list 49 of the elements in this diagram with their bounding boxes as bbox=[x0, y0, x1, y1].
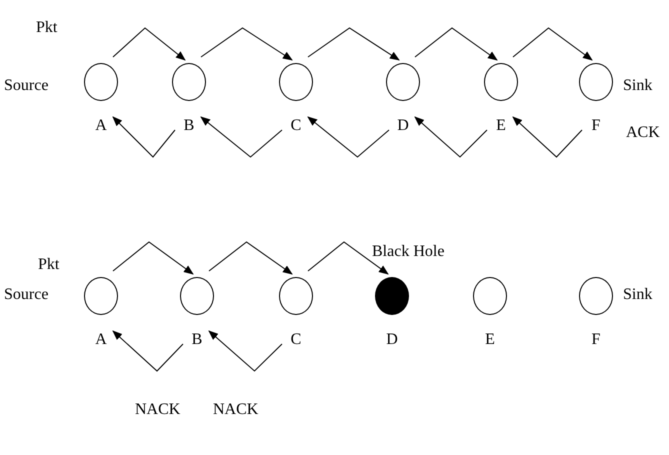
arrow bbox=[112, 27, 186, 61]
text-label: Source bbox=[4, 78, 48, 94]
arrow bbox=[208, 241, 293, 275]
text-label: Pkt bbox=[38, 257, 60, 273]
node-letter: A bbox=[94, 332, 108, 348]
node-circle bbox=[579, 63, 613, 101]
text-label: Sink bbox=[623, 78, 652, 94]
node-circle bbox=[180, 277, 214, 315]
node-letter: C bbox=[290, 118, 302, 134]
node-letter: F bbox=[590, 332, 602, 348]
node-letter: D bbox=[385, 332, 399, 348]
arrow bbox=[208, 330, 282, 372]
text-label: Black Hole bbox=[372, 244, 444, 260]
arrow bbox=[414, 27, 498, 61]
arrow bbox=[414, 116, 488, 158]
node-circle bbox=[484, 63, 518, 101]
arrow bbox=[200, 27, 293, 61]
node-circle bbox=[579, 277, 613, 315]
node-circle bbox=[84, 63, 118, 101]
node-letter: B bbox=[182, 118, 196, 134]
arrow bbox=[200, 116, 282, 158]
arrow bbox=[308, 27, 400, 61]
node-circle bbox=[279, 63, 313, 101]
node-letter: C bbox=[290, 332, 302, 348]
node-circle bbox=[279, 277, 313, 315]
node-circle bbox=[386, 63, 420, 101]
node-circle bbox=[375, 277, 409, 315]
node-letter: D bbox=[396, 118, 410, 134]
arrow bbox=[512, 116, 582, 158]
node-letter: B bbox=[190, 332, 204, 348]
node-circle bbox=[473, 277, 507, 315]
text-label: NACK bbox=[213, 402, 258, 418]
node-circle bbox=[84, 277, 118, 315]
arrow bbox=[112, 116, 176, 158]
node-letter: A bbox=[94, 118, 108, 134]
arrow bbox=[308, 241, 389, 275]
text-label: NACK bbox=[135, 402, 180, 418]
arrow bbox=[112, 241, 194, 275]
arrow bbox=[512, 27, 593, 61]
arrow bbox=[112, 330, 184, 372]
node-letter: F bbox=[590, 118, 602, 134]
node-circle bbox=[172, 63, 206, 101]
node-letter: E bbox=[495, 118, 507, 134]
text-label: Sink bbox=[623, 287, 652, 303]
arrow bbox=[307, 116, 390, 158]
node-letter: E bbox=[484, 332, 496, 348]
text-label: ACK bbox=[626, 125, 660, 141]
text-label: Pkt bbox=[36, 20, 58, 36]
text-label: Source bbox=[4, 287, 48, 303]
